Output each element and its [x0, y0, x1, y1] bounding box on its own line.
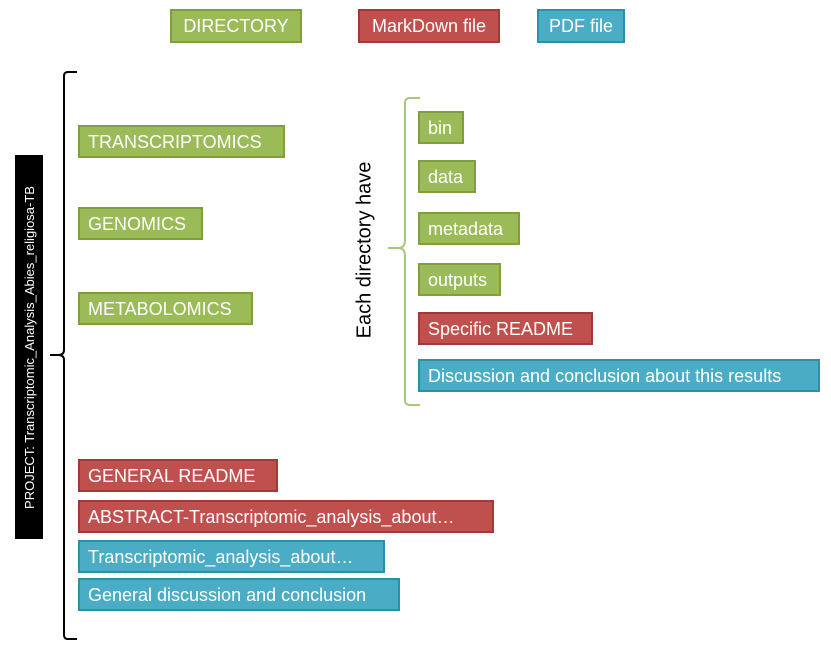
- directory-transcriptomics: TRANSCRIPTOMICS: [78, 125, 285, 158]
- project-brace: [50, 71, 77, 640]
- directory-metabolomics: METABOLOMICS: [78, 292, 253, 325]
- subitem-bin: bin: [418, 111, 464, 144]
- directory-metabolomics-label: METABOLOMICS: [88, 298, 232, 319]
- file-general-discussion: General discussion and conclusion: [78, 578, 400, 611]
- subitem-discussion: Discussion and conclusion about this res…: [418, 359, 820, 392]
- file-general-discussion-label: General discussion and conclusion: [88, 584, 367, 605]
- subitem-specific-readme: Specific README: [418, 312, 593, 345]
- file-abstract: ABSTRACT-Transcriptomic_analysis_about…: [78, 500, 494, 533]
- legend-pdf: PDF file: [537, 9, 625, 43]
- subitem-discussion-label: Discussion and conclusion about this res…: [428, 365, 782, 386]
- legend-directory: DIRECTORY: [170, 9, 302, 43]
- legend-directory-label: DIRECTORY: [183, 16, 289, 36]
- subitem-specific-readme-label: Specific README: [428, 318, 574, 339]
- subitem-metadata-label: metadata: [428, 218, 504, 239]
- each-directory-brace: [388, 97, 420, 406]
- subitem-metadata: metadata: [418, 212, 520, 245]
- directory-genomics-label: GENOMICS: [88, 213, 187, 234]
- legend-pdf-label: PDF file: [548, 16, 613, 36]
- file-transcriptomic-analysis: Transcriptomic_analysis_about…: [78, 540, 385, 573]
- subitem-outputs: outputs: [418, 263, 501, 296]
- directory-genomics: GENOMICS: [78, 207, 203, 240]
- subitem-data-label: data: [428, 166, 464, 187]
- file-general-readme: GENERAL README: [78, 459, 278, 492]
- subitem-outputs-label: outputs: [428, 269, 488, 290]
- legend-markdown-label: MarkDown file: [371, 16, 487, 36]
- legend-markdown: MarkDown file: [358, 9, 500, 43]
- subitem-data: data: [418, 160, 476, 193]
- project-label: PROJECT: Transcriptomic_Analysis_Abies_r…: [15, 155, 43, 539]
- file-general-readme-label: GENERAL README: [88, 465, 256, 486]
- each-directory-label-text: Each directory have: [353, 161, 376, 339]
- directory-transcriptomics-label: TRANSCRIPTOMICS: [88, 131, 262, 152]
- file-abstract-label: ABSTRACT-Transcriptomic_analysis_about…: [88, 506, 455, 527]
- file-transcriptomic-analysis-label: Transcriptomic_analysis_about…: [88, 546, 354, 567]
- subitem-bin-label: bin: [428, 117, 453, 138]
